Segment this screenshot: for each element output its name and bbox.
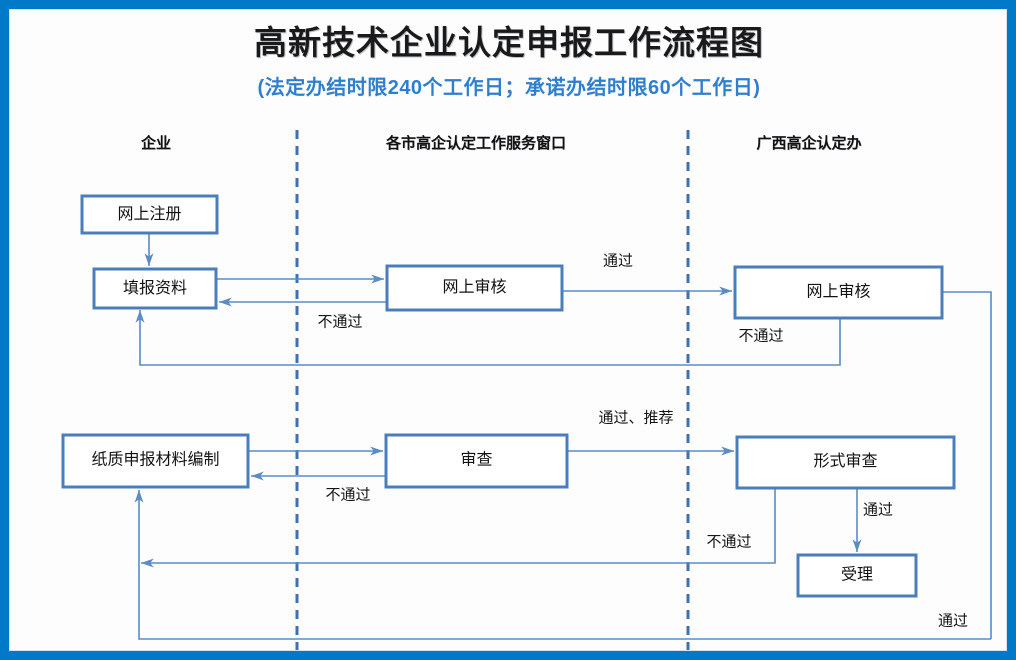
edge-label-pass-city-to-province-online: 通过 <box>603 252 633 269</box>
edge-label-fail-city-examine: 不通过 <box>325 486 370 503</box>
title-block: 高新技术企业认定申报工作流程图 (法定办结时限240个工作日；承诺办结时限60个… <box>10 26 1006 100</box>
node-label: 受理 <box>841 566 873 584</box>
edge-province-online-fail-to-fill <box>135 310 841 366</box>
edge-label-fail-city-online: 不通过 <box>317 313 362 330</box>
edge-label-pass-recommend-examine: 通过、推荐 <box>598 409 673 426</box>
node-examine[interactable]: 审查 <box>384 433 569 489</box>
flowchart-canvas: 高新技术企业认定申报工作流程图 (法定办结时限240个工作日；承诺办结时限60个… <box>9 9 1007 651</box>
node-label: 形式审查 <box>813 452 877 470</box>
page-subtitle: (法定办结时限240个工作日；承诺办结时限60个工作日) <box>257 76 761 99</box>
node-online-review-city[interactable]: 网上审核 <box>385 264 564 312</box>
edge-label-pass-bottom-return: 通过 <box>938 612 968 629</box>
node-label: 网上注册 <box>117 205 181 223</box>
node-label: 纸质申报材料编制 <box>91 451 219 469</box>
node-accept[interactable]: 受理 <box>796 553 918 598</box>
edge-label-pass-formal-to-accept: 通过 <box>863 501 893 518</box>
column-header-guangxi-office: 广西高企认定办 <box>756 136 862 152</box>
node-online-review-province[interactable]: 网上审核 <box>733 265 944 320</box>
edge-label-fail-province-online: 不通过 <box>738 327 783 344</box>
node-label: 网上审核 <box>442 278 506 296</box>
node-formal-examine[interactable]: 形式审查 <box>735 435 956 490</box>
node-label: 审查 <box>460 451 492 469</box>
edge-formal-fail-to-paper <box>141 488 776 568</box>
column-header-enterprise: 企业 <box>140 136 171 152</box>
edge-bottom-pass-return-to-paper <box>134 490 991 640</box>
flowchart-svg: 网上注册 填报资料 网上审核 网上审核 纸质申报材料编制 审查 <box>61 130 992 650</box>
edge-province-online-right-to-bottom <box>942 291 992 639</box>
node-label: 填报资料 <box>123 279 187 297</box>
node-fill-materials[interactable]: 填报资料 <box>92 267 218 310</box>
page-title: 高新技术企业认定申报工作流程图 <box>254 26 764 62</box>
column-header-city-window: 各市高企认定工作服务窗口 <box>385 136 566 152</box>
edge-label-fail-formal-examine: 不通过 <box>706 533 751 550</box>
node-online-register[interactable]: 网上注册 <box>80 194 219 235</box>
node-label: 网上审核 <box>806 283 870 301</box>
node-paper-materials[interactable]: 纸质申报材料编制 <box>61 433 250 489</box>
